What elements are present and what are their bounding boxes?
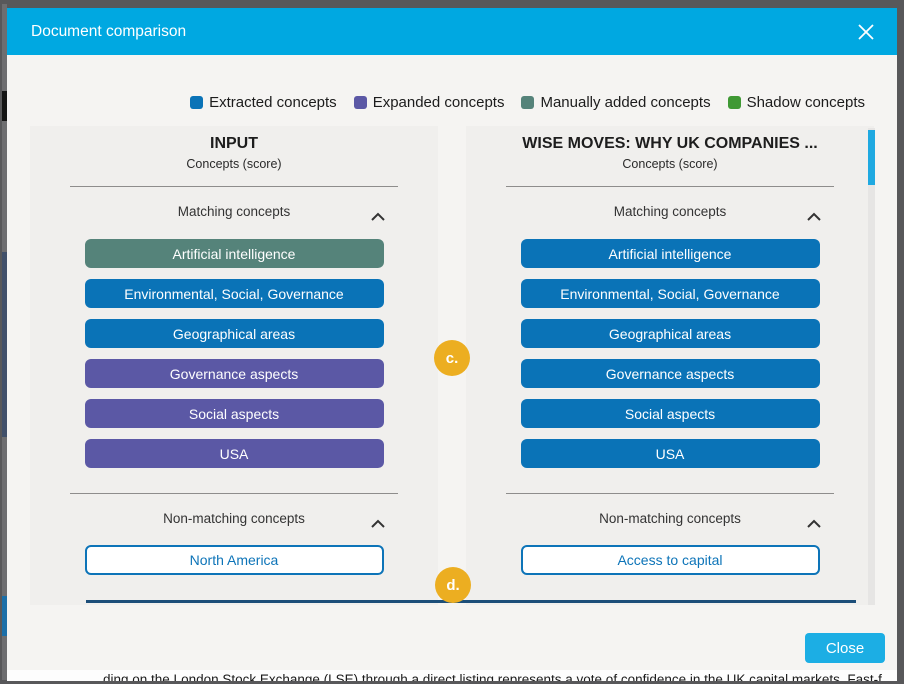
- chevron-up-icon[interactable]: [807, 515, 821, 533]
- concept-pill[interactable]: Geographical areas: [84, 319, 384, 348]
- annotation-badge-d: d.: [435, 567, 471, 603]
- annotation-badge-c: c.: [434, 340, 470, 376]
- close-icon[interactable]: [856, 22, 876, 42]
- panel-subtitle: Concepts (score): [622, 157, 718, 171]
- legend-label: Extracted concepts: [209, 93, 337, 111]
- legend-expanded: Expanded concepts: [353, 93, 505, 111]
- compared-document-panel: WISE MOVES: WHY UK COMPANIES ... Concept…: [466, 126, 874, 605]
- non-matching-concepts-header[interactable]: Non-matching concepts: [466, 511, 874, 529]
- legend-manually-added: Manually added concepts: [521, 93, 711, 111]
- legend-extracted: Extracted concepts: [190, 94, 337, 111]
- vertical-scrollbar-thumb[interactable]: [868, 130, 875, 185]
- legend-label: Shadow concepts: [746, 93, 865, 111]
- background-page-text: ding on the London Stock Exchange (LSE) …: [7, 670, 897, 681]
- section-label: Matching concepts: [177, 204, 291, 219]
- background-text-line: ding on the London Stock Exchange (LSE) …: [103, 672, 882, 681]
- dialog-header: Document comparison: [7, 8, 897, 55]
- matching-concepts-list: Artificial intelligence Environmental, S…: [466, 239, 874, 468]
- concept-pill[interactable]: Artificial intelligence: [520, 239, 820, 268]
- document-comparison-dialog: Document comparison Extracted concepts E…: [7, 8, 897, 670]
- chevron-up-icon[interactable]: [371, 515, 385, 533]
- close-button[interactable]: Close: [805, 633, 885, 663]
- concept-pill[interactable]: Governance aspects: [520, 359, 820, 388]
- extracted-swatch-icon: [190, 95, 204, 109]
- concept-pill[interactable]: USA: [520, 439, 820, 468]
- panel-title: INPUT: [210, 135, 258, 152]
- legend-label: Expanded concepts: [372, 93, 505, 111]
- concept-pill[interactable]: Environmental, Social, Governance: [84, 279, 384, 308]
- concept-pill[interactable]: USA: [84, 439, 384, 468]
- panel-title: WISE MOVES: WHY UK COMPANIES ...: [522, 135, 818, 152]
- input-document-panel: INPUT Concepts (score) Matching concepts…: [30, 126, 438, 605]
- horizontal-scrollbar-thumb[interactable]: [86, 600, 856, 603]
- chevron-up-icon[interactable]: [371, 208, 385, 226]
- concept-pill-outline[interactable]: North America: [84, 545, 384, 575]
- manually-added-swatch-icon: [521, 95, 535, 109]
- non-matching-concepts-list: North America: [30, 545, 438, 575]
- concept-pill[interactable]: Social aspects: [520, 399, 820, 428]
- shadow-swatch-icon: [727, 95, 741, 109]
- concept-pill[interactable]: Social aspects: [84, 399, 384, 428]
- dialog-title: Document comparison: [31, 22, 187, 40]
- concept-pill[interactable]: Governance aspects: [84, 359, 384, 388]
- concept-pill[interactable]: Artificial intelligence: [84, 239, 384, 268]
- background-page-edge: [2, 4, 7, 680]
- section-label: Non-matching concepts: [599, 511, 741, 526]
- section-label: Non-matching concepts: [163, 511, 305, 526]
- chevron-up-icon[interactable]: [807, 208, 821, 226]
- concept-pill-outline[interactable]: Access to capital: [520, 545, 820, 575]
- divider: [70, 186, 398, 187]
- divider: [506, 493, 834, 494]
- matching-concepts-header[interactable]: Matching concepts: [466, 204, 874, 222]
- non-matching-concepts-list: Access to capital: [466, 545, 874, 575]
- concept-pill[interactable]: Environmental, Social, Governance: [520, 279, 820, 308]
- divider: [506, 186, 834, 187]
- legend-label: Manually added concepts: [540, 93, 711, 111]
- section-label: Matching concepts: [613, 204, 727, 219]
- matching-concepts-list: Artificial intelligence Environmental, S…: [30, 239, 438, 468]
- expanded-swatch-icon: [353, 95, 367, 109]
- divider: [70, 493, 398, 494]
- vertical-scrollbar[interactable]: [868, 128, 875, 605]
- panel-subtitle: Concepts (score): [186, 157, 282, 171]
- concept-legend: Extracted concepts Expanded concepts Man…: [190, 89, 865, 115]
- non-matching-concepts-header[interactable]: Non-matching concepts: [30, 511, 438, 529]
- concept-pill[interactable]: Geographical areas: [520, 319, 820, 348]
- legend-shadow: Shadow concepts: [727, 93, 865, 111]
- matching-concepts-header[interactable]: Matching concepts: [30, 204, 438, 222]
